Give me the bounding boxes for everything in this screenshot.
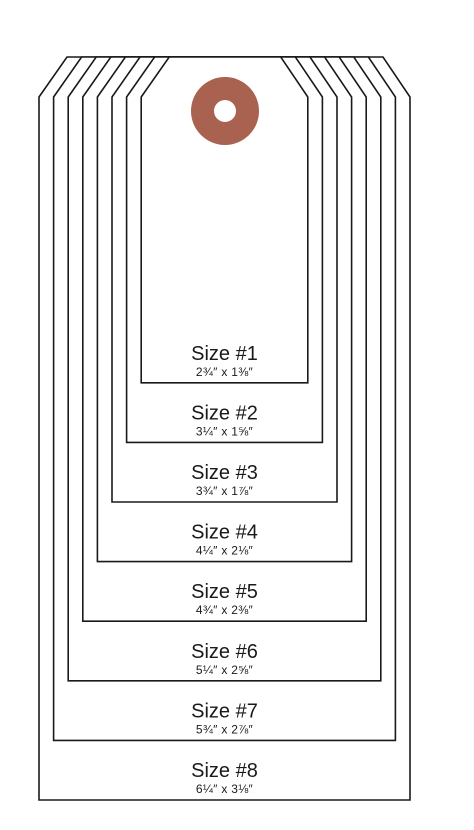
size-label-1: Size #1 [191, 343, 258, 365]
size-label-4: Size #4 [191, 522, 258, 544]
size-label-2: Size #2 [191, 402, 258, 424]
size-label-3: Size #3 [191, 462, 258, 484]
size-dimensions-1: 2¾″ x 1⅜″ [196, 365, 254, 379]
size-label-8: Size #8 [191, 760, 258, 782]
size-dimensions-3: 3¾″ x 1⅞″ [196, 484, 254, 498]
hole-center [214, 100, 236, 122]
size-dimensions-4: 4¼″ x 2⅛″ [196, 544, 254, 558]
size-dimensions-5: 4¾″ x 2⅜″ [196, 603, 254, 617]
size-dimensions-2: 3¼″ x 1⅝″ [196, 424, 254, 438]
tag-outline-1 [140, 56, 309, 384]
size-label-5: Size #5 [191, 581, 258, 603]
size-dimensions-8: 6¼″ x 3⅛″ [196, 782, 254, 796]
size-dimensions-6: 5¼″ x 2⅝″ [196, 663, 254, 677]
tag-outlines [38, 56, 411, 801]
size-label-7: Size #7 [191, 700, 258, 722]
size-dimensions-7: 5¾″ x 2⅞″ [196, 722, 254, 736]
size-label-6: Size #6 [191, 641, 258, 663]
tag-labels: Size #86¼″ x 3⅛″ Size #75¾″ x 2⅞″ Size #65… [191, 343, 258, 796]
reinforced-hole-icon [191, 77, 259, 145]
